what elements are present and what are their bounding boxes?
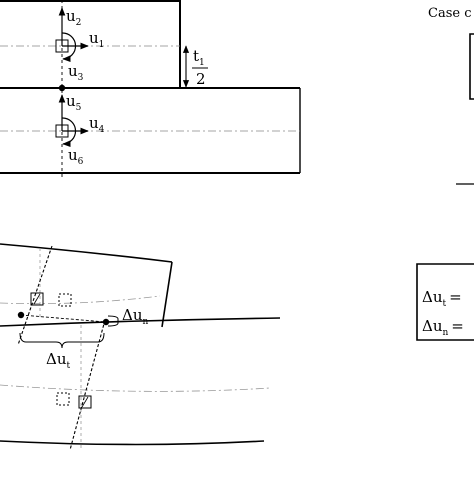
upper-block	[0, 0, 181, 88]
deformed-lower-block	[0, 317, 281, 448]
delta-un-label: Δun	[122, 306, 149, 327]
u6-rotation-arc	[61, 117, 77, 148]
lower-block	[0, 87, 301, 174]
deformed-upper-block	[0, 243, 173, 328]
equation-ut: Δut=	[422, 288, 462, 309]
u6-label: u6	[68, 146, 84, 167]
upper-deformed-node	[30, 292, 44, 306]
lower-node-dofs: u5 u4 u6	[55, 92, 105, 167]
delta-ut-label: Δut	[46, 350, 71, 371]
bottom-diagram: Δun Δut	[0, 243, 281, 451]
equation-un: Δun=	[422, 317, 464, 338]
u3-rotation-arc	[61, 32, 77, 63]
delta-un-bracket: Δun	[107, 306, 149, 327]
right-panel: Case c	[428, 6, 474, 185]
u4-label: u4	[89, 114, 105, 135]
deformed-normal-lower	[69, 319, 106, 451]
lower-reference-node	[56, 392, 70, 406]
upper-reference-node	[58, 293, 72, 307]
case-box	[469, 33, 474, 100]
interface-node	[58, 84, 66, 92]
equation-box: Δut= Δun=	[416, 263, 474, 341]
thickness-dimension: t1 2	[182, 45, 208, 88]
u2-label: u2	[66, 7, 81, 28]
u1-label: u1	[89, 29, 104, 50]
u3-label: u3	[68, 62, 84, 83]
lower-deformed-node	[78, 395, 92, 409]
u5-label: u5	[66, 92, 82, 113]
upper-node-dofs: u2 u1 u3	[55, 7, 104, 83]
deformed-normal-upper	[17, 245, 53, 346]
top-diagram: u2 u1 u3 u5 u4 u6	[0, 0, 301, 178]
case-caption: Case c	[428, 6, 471, 21]
delta-ut-bracket: Δut	[19, 332, 105, 371]
thickness-denominator: 2	[196, 70, 206, 88]
thickness-numerator: t1	[193, 47, 205, 68]
